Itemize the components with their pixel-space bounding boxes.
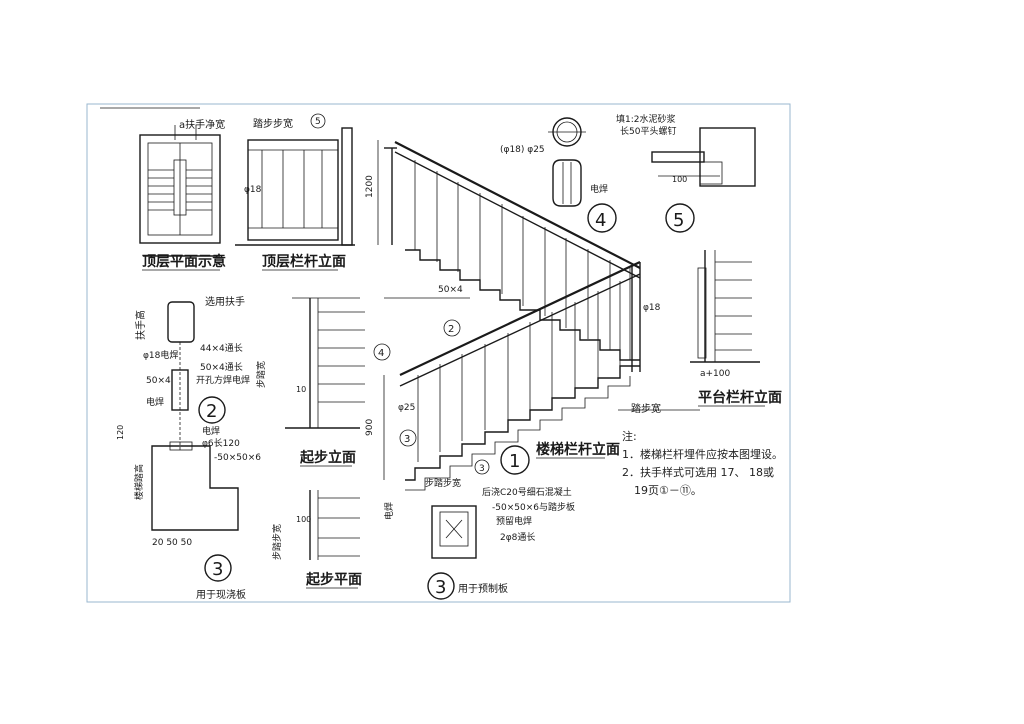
a-plus-100-label: a+100 — [700, 369, 731, 379]
callout-2-small: 2 — [448, 324, 454, 335]
use-handrail-label: 选用扶手 — [205, 295, 245, 308]
floor-height-label: 楼梯踏高 — [133, 464, 145, 500]
flat-50x4-b-label: 50×4 — [146, 376, 171, 386]
dim-100-label: 100 — [672, 175, 687, 184]
phi6-label: φ6长120 — [202, 437, 240, 449]
phi18-mid-label: φ18 — [643, 303, 661, 313]
flat-50x4-long-label: 50×4通长 — [200, 361, 243, 373]
start-plan-title: 起步平面 — [305, 571, 362, 588]
note-3: 19页①－⑪。 — [634, 484, 702, 497]
step-position-label: 踏步步宽 — [253, 117, 293, 130]
phi25-label: φ25 — [398, 403, 415, 413]
landing-railing-title: 平台栏杆立面 — [698, 389, 782, 406]
mortar-label: 填1:2水泥砂浆 — [616, 113, 676, 125]
detail-4-handrail: (φ18) φ25 电焊 4 — [500, 117, 617, 233]
phi18-phi25-label: (φ18) φ25 — [500, 145, 545, 155]
bolt-label: 长50平头螺钉 — [620, 125, 676, 137]
top-plan-title: 顶层平面示意 — [142, 253, 226, 270]
callout-3: 3 — [212, 559, 223, 580]
flat-50x4-label: 50×4 — [438, 285, 463, 295]
plate-50-label: -50×50×6 — [214, 453, 261, 463]
detail-2-3-section: 选用扶手 扶手高 44×4通长 φ18电焊 50×4通长 50×4 开孔方焊电焊… — [116, 295, 261, 601]
stair-railing-title: 楼梯栏杆立面 — [536, 441, 620, 458]
open-slot-label: 开孔方焊电焊 — [196, 374, 250, 386]
callout-5-small: 5 — [315, 117, 321, 127]
landing-railing-elevation: a+100 平台栏杆立面 — [690, 250, 782, 407]
cast-in-place-label: 用于现浇板 — [196, 588, 246, 601]
sheet-border — [86, 103, 791, 603]
bar-2phi8-label: 2φ8通长 — [500, 531, 535, 543]
concrete-label: 后浇C20号细石混凝土 — [482, 486, 572, 498]
dims-label: 20 50 50 — [152, 538, 192, 548]
notes-heading: 注: — [622, 429, 637, 443]
h120-label: 120 — [116, 425, 125, 440]
pre-weld-label: 预留电焊 — [496, 515, 532, 527]
start-elevation: 步踏宽 10 起步立面 — [255, 297, 365, 467]
callout-3-precast: 3 — [435, 577, 446, 598]
step-pos-3-label: 步踏步宽 — [271, 524, 283, 560]
start-plan: 100 步踏步宽 起步平面 — [271, 490, 362, 589]
top-plan-view: a扶手净宽 顶层平面示意 — [139, 118, 226, 271]
handrail-height-label: 扶手高 — [134, 310, 147, 340]
note-1: 1．楼梯栏杆埋件应按本图埋设。 — [622, 447, 783, 461]
phi18-top-label: φ18 — [244, 185, 262, 195]
callout-4-small: 4 — [378, 348, 384, 359]
detail-3-precast: 电焊 后浇C20号细石混凝土 -50×50×6与踏步板 预留电焊 2φ8通长 3… — [383, 486, 575, 600]
start-elevation-title: 起步立面 — [299, 449, 356, 466]
precast-label: 用于预制板 — [458, 582, 508, 595]
callout-5: 5 — [673, 210, 684, 231]
callout-1: 1 — [509, 451, 520, 472]
height-1200-label: 1200 — [365, 175, 375, 198]
height-900-label: 900 — [365, 419, 375, 436]
flat-44x4-label: 44×4通长 — [200, 342, 243, 354]
handrail-width-label: a扶手净宽 — [179, 118, 225, 131]
step-w-label: 步踏宽 — [255, 361, 267, 388]
stair-railing-elevation: 1200 — [365, 140, 700, 491]
h100-label: 100 — [296, 515, 311, 524]
weld-label-3: 电焊 — [202, 425, 220, 437]
notes-block: 注: 1．楼梯栏杆埋件应按本图埋设。 2．扶手样式可选用 17、 18或 19页… — [622, 429, 783, 497]
plate-step-label: -50×50×6与踏步板 — [492, 501, 575, 513]
detail-5-anchor: 填1:2水泥砂浆 长50平头螺钉 100 5 — [616, 113, 756, 233]
step-position-label-2: 步踏步宽 — [425, 477, 461, 489]
note-2: 2．扶手样式可选用 17、 18或 — [622, 465, 774, 479]
weld-label-4: 电焊 — [590, 183, 608, 195]
callout-3-small: 3 — [404, 434, 410, 445]
callout-4: 4 — [595, 210, 606, 231]
h10-label: 10 — [296, 385, 306, 394]
step-width-label: 踏步宽 — [631, 402, 661, 415]
weld-label-4b: 电焊 — [383, 502, 395, 520]
callout-3-tiny: 3 — [479, 464, 485, 474]
callout-2: 2 — [206, 401, 217, 422]
top-railing-title: 顶层栏杆立面 — [262, 253, 346, 270]
phi18-weld-label: φ18电焊 — [143, 349, 178, 361]
weld-label-2: 电焊 — [146, 396, 164, 408]
top-railing-elevation: 踏步步宽 φ18 5 顶层栏杆立面 — [235, 113, 355, 271]
